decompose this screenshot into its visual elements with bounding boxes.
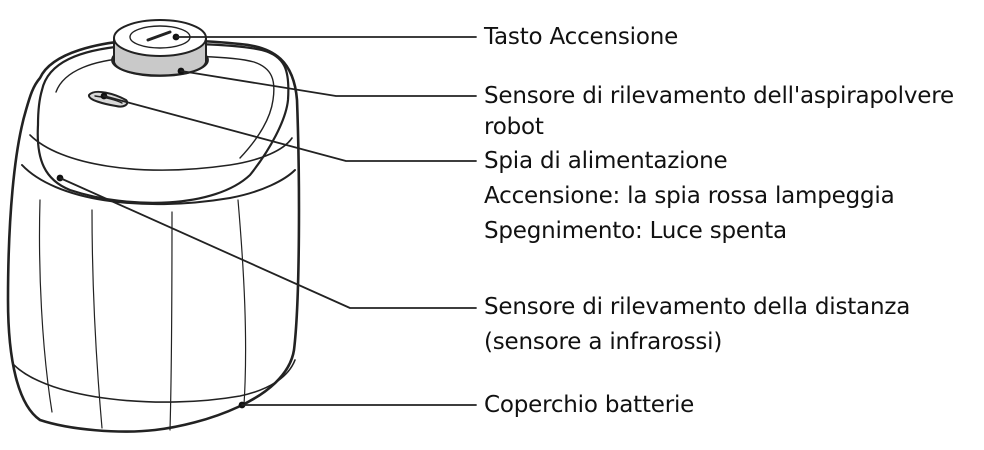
label-battery-cover-text: Coperchio batterie <box>484 392 695 418</box>
device-panel-line <box>91 209 103 429</box>
label-power-button-text: Tasto Accensione <box>484 24 679 50</box>
device-band-bottom <box>21 164 296 206</box>
label-distance-sensor: Sensore di rilevamento della distanza (s… <box>484 290 910 360</box>
label-distance-sensor-line2: (sensore a infrarossi) <box>484 329 723 355</box>
callout-line-distance-sensor <box>59 177 477 309</box>
label-battery-cover: Coperchio batterie <box>484 388 694 423</box>
device-panel-line <box>38 199 53 413</box>
callout-line-indicator <box>103 95 477 162</box>
label-robot-sensor-line1: Sensore di rilevamento dell'aspirapolver… <box>484 83 954 109</box>
label-power-button: Tasto Accensione <box>484 20 678 55</box>
label-indicator-on: Accensione: la spia rossa lampeggia <box>484 183 895 209</box>
device-panel-line <box>237 199 247 406</box>
device-bottom-seam <box>13 359 296 403</box>
indicator-light-edge <box>94 95 123 104</box>
label-indicator: Spia di alimentazione Accensione: la spi… <box>484 144 895 249</box>
device-top-inner <box>55 55 275 159</box>
label-robot-sensor-line2: robot <box>484 114 544 140</box>
indicator-light <box>88 90 129 108</box>
device-panel-line <box>169 211 173 431</box>
device-band-top <box>29 134 293 171</box>
label-indicator-off: Spegnimento: Luce spenta <box>484 218 787 244</box>
button-slot <box>146 30 172 42</box>
label-indicator-title: Spia di alimentazione <box>484 148 728 174</box>
label-robot-sensor: Sensore di rilevamento dell'aspirapolver… <box>484 79 954 145</box>
callout-line-robot-sensor <box>180 70 477 97</box>
label-distance-sensor-line1: Sensore di rilevamento della distanza <box>484 294 911 320</box>
